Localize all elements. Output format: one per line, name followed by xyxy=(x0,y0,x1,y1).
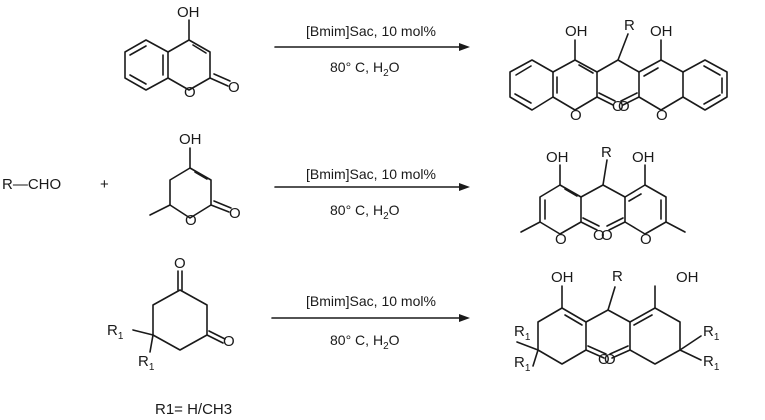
carbonyl-oxygen: O xyxy=(229,205,241,222)
oh-group: OH xyxy=(177,4,200,21)
r1-substituent: R1 xyxy=(703,353,720,373)
carbonyl-oxygen: O xyxy=(618,98,630,115)
product-biscoumarin: OH OH R O O O O xyxy=(509,17,728,124)
carbonyl-oxygen: O xyxy=(598,351,610,368)
catalyst-label: [Bmim]Sac, 10 mol% xyxy=(306,23,436,39)
oh-group: OH xyxy=(546,149,569,166)
reaction-arrow-1: [Bmim]Sac, 10 mol% 80° C, H2O xyxy=(274,23,470,79)
aldehyde-label: R—CHO xyxy=(2,176,61,193)
reactant-cyclohexanedione: O O R1 R1 xyxy=(107,255,235,373)
r1-definition: R1= H/CH3 xyxy=(155,401,232,418)
oh-group: OH xyxy=(650,23,673,40)
r-substituent: R xyxy=(601,144,612,161)
carbonyl-oxygen: O xyxy=(612,98,624,115)
carbonyl-oxygen: O xyxy=(593,227,605,244)
ring-oxygen: O xyxy=(656,107,668,124)
ring-oxygen: O xyxy=(555,231,567,248)
reaction-arrow-2: [Bmim]Sac, 10 mol% 80° C, H2O xyxy=(274,166,470,222)
carbonyl-oxygen: O xyxy=(223,333,235,350)
r1-substituent: R1 xyxy=(138,353,155,373)
ring-oxygen: O xyxy=(185,212,197,229)
carbonyl-oxygen: O xyxy=(228,79,240,96)
catalyst-label: [Bmim]Sac, 10 mol% xyxy=(306,293,436,309)
ring-oxygen: O xyxy=(640,231,652,248)
conditions-label: 80° C, H2O xyxy=(330,59,400,79)
carbonyl-oxygen: O xyxy=(174,255,186,272)
product-bispyranone: OH OH R O O O O xyxy=(520,144,686,248)
conditions-label: 80° C, H2O xyxy=(330,202,400,222)
reaction-arrow-3: [Bmim]Sac, 10 mol% 80° C, H2O xyxy=(271,293,470,352)
reactant-hydroxycoumarin: OH O O xyxy=(124,4,240,101)
ring-oxygen: O xyxy=(570,107,582,124)
oh-group: OH xyxy=(676,269,699,286)
plus-sign: + xyxy=(100,176,109,193)
conditions-label: 80° C, H2O xyxy=(330,332,400,352)
oh-group: OH xyxy=(179,131,202,148)
arrowhead xyxy=(459,183,470,191)
ring-oxygen: O xyxy=(184,84,196,101)
product-bisenol: OH OH R O O R1 R1 R1 R1 xyxy=(514,268,720,374)
carbonyl-oxygen: O xyxy=(604,351,616,368)
r1-substituent: R1 xyxy=(703,323,720,343)
r1-substituent: R1 xyxy=(107,322,124,342)
arrowhead xyxy=(459,314,470,322)
r-substituent: R xyxy=(612,268,623,285)
oh-group: OH xyxy=(551,269,574,286)
oh-group: OH xyxy=(565,23,588,40)
r1-substituent: R1 xyxy=(514,323,531,343)
arrowhead xyxy=(459,43,470,51)
reactant-dihydropyranone: OH O O xyxy=(149,131,241,229)
r1-substituent: R1 xyxy=(514,354,531,374)
r-substituent: R xyxy=(624,17,635,34)
oh-group: OH xyxy=(632,149,655,166)
carbonyl-oxygen: O xyxy=(601,227,613,244)
catalyst-label: [Bmim]Sac, 10 mol% xyxy=(306,166,436,182)
